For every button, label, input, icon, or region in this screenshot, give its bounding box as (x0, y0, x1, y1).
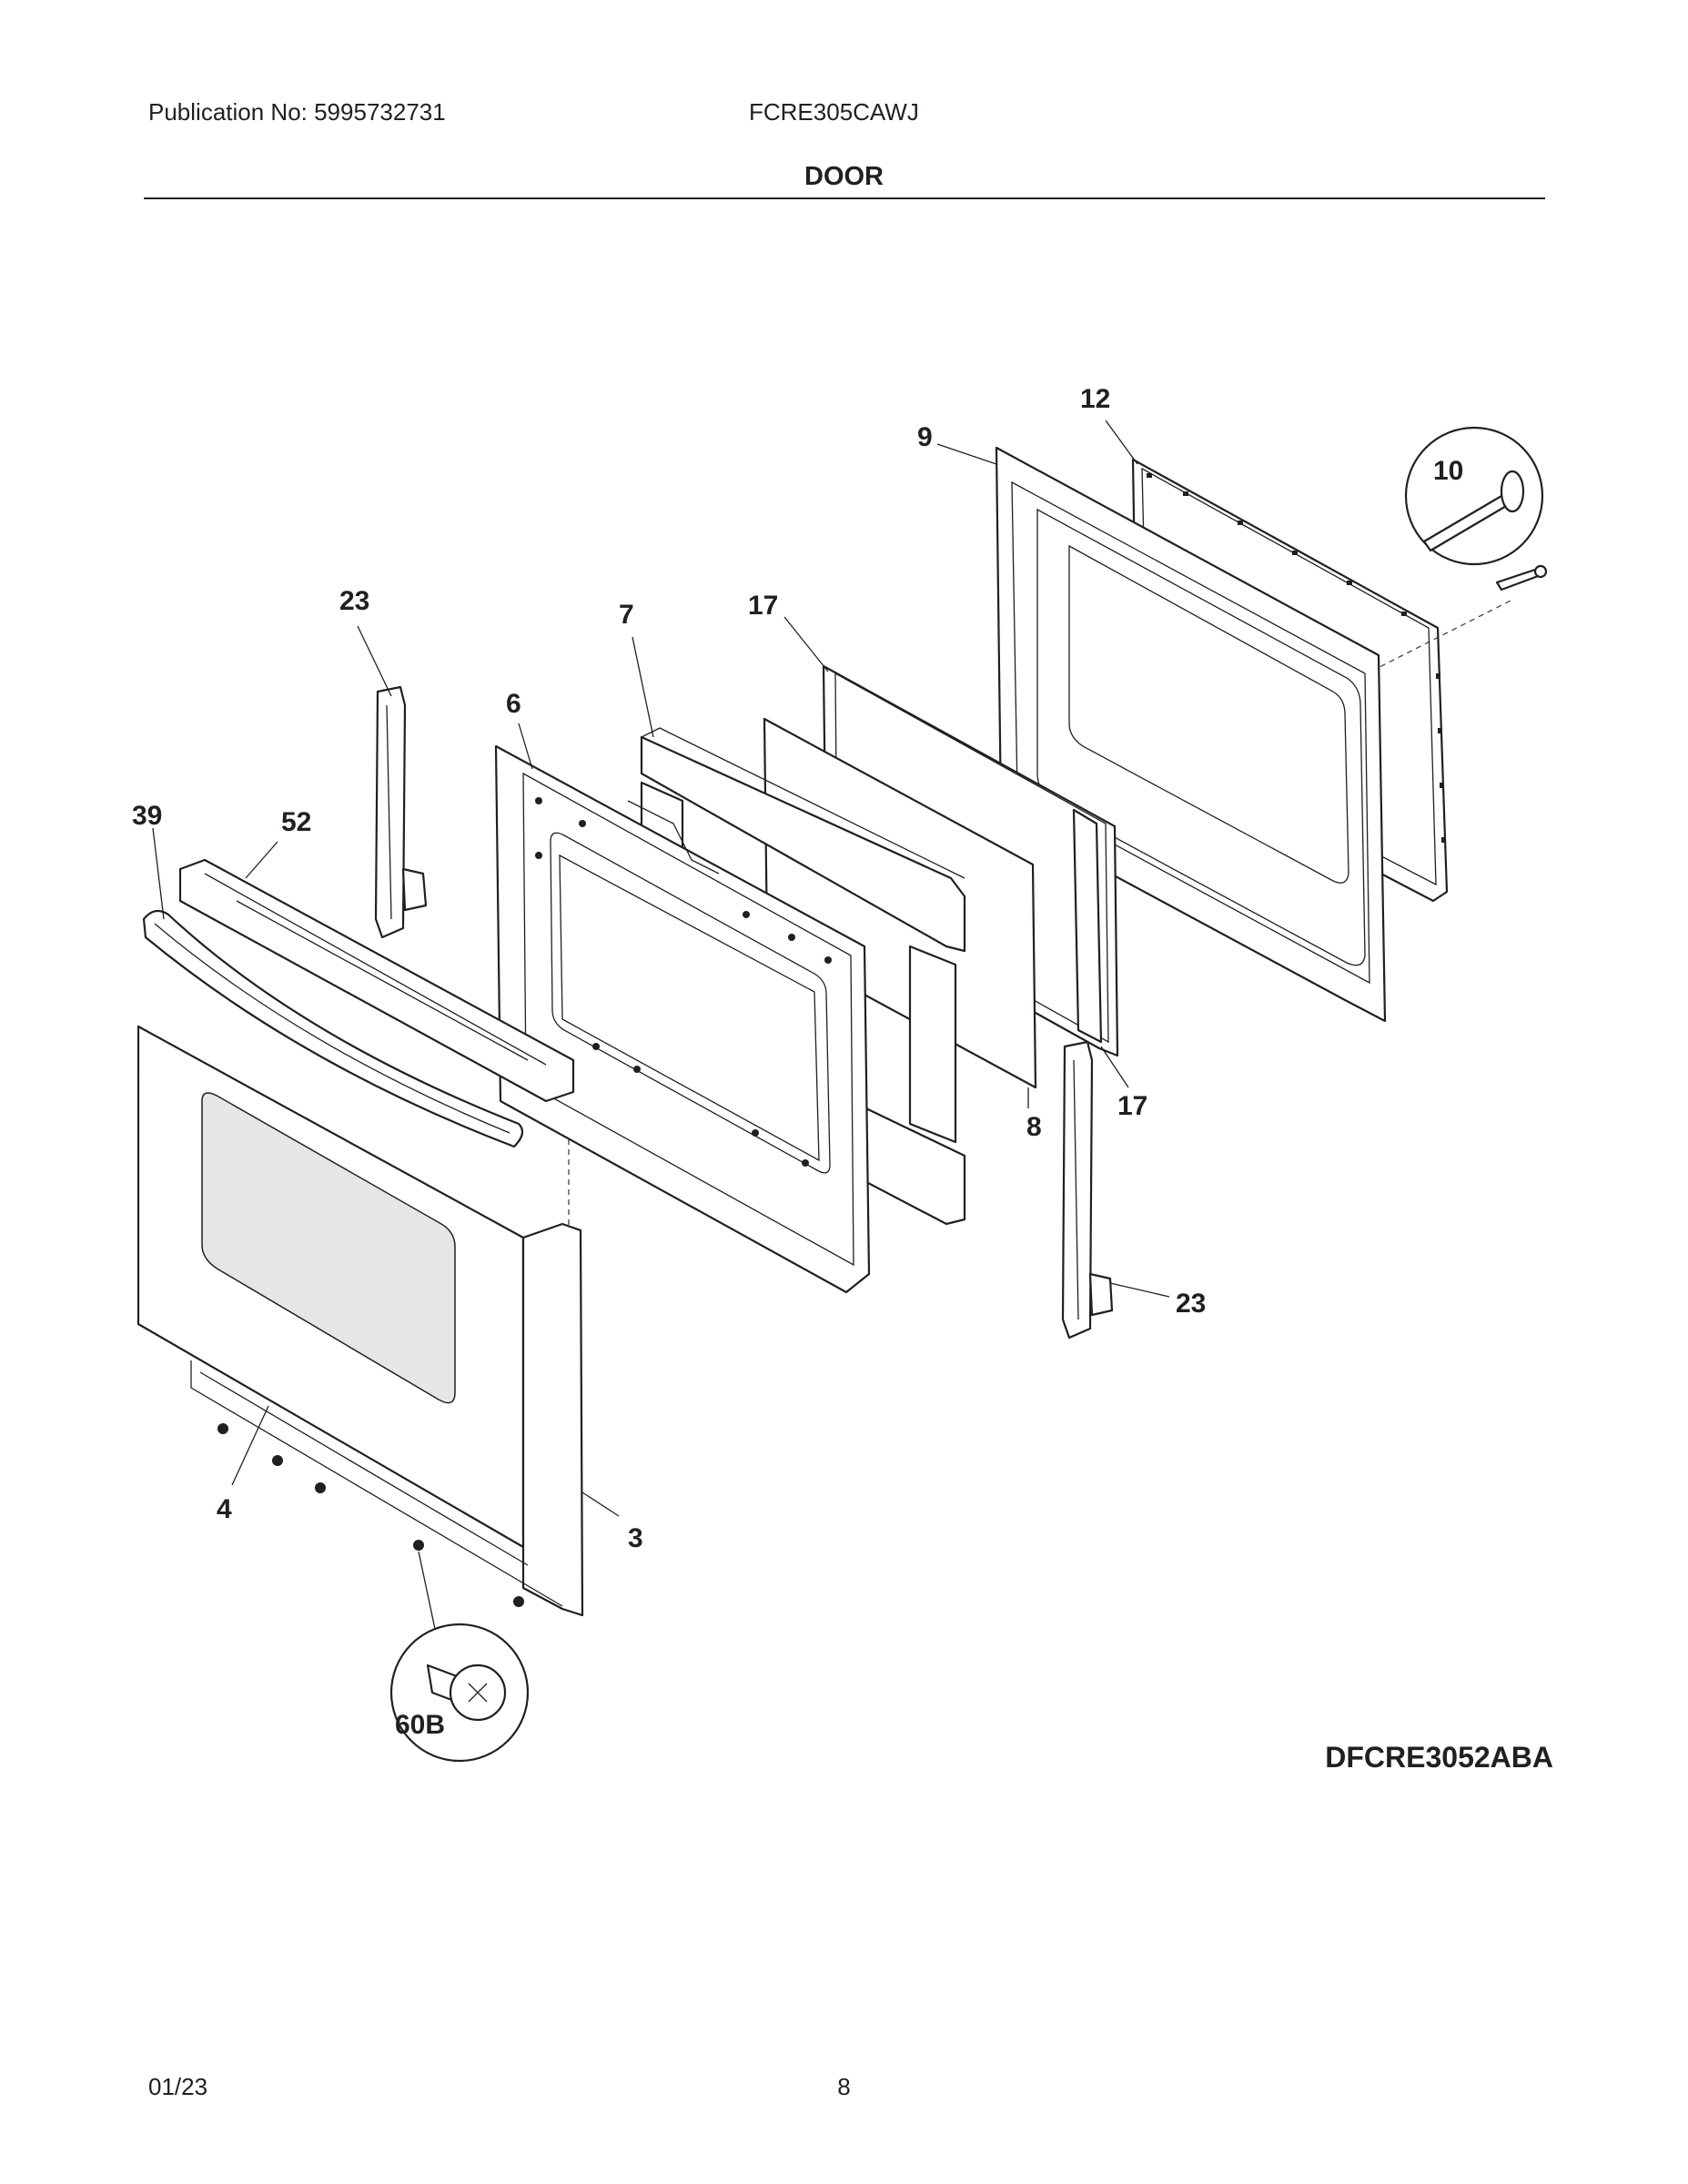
callout-7: 7 (619, 600, 634, 630)
callout-52: 52 (281, 807, 311, 837)
callout-10: 10 (1433, 456, 1463, 486)
callout-23-bottom: 23 (1176, 1289, 1206, 1319)
callout-17-bottom: 17 (1117, 1091, 1147, 1121)
callout-12: 12 (1080, 384, 1110, 414)
screws (217, 1423, 524, 1607)
footer-date: 01/23 (148, 2073, 208, 2100)
part-60b-detail (389, 1623, 530, 1763)
callout-39: 39 (132, 801, 162, 831)
callout-3: 3 (628, 1523, 643, 1553)
drawing-code: DFCRE3052ABA (1325, 1741, 1553, 1774)
part-10-detail (1404, 426, 1548, 592)
part-23-hinge-left (374, 685, 428, 939)
leader-lines (152, 420, 1170, 1630)
publication-number: Publication No: 5995732731 (148, 98, 446, 126)
page-number: 8 (837, 2073, 851, 2100)
callout-6: 6 (506, 689, 521, 719)
part-52-vent-trim (178, 858, 575, 1103)
part-6-door-frame (494, 744, 871, 1294)
callout-60b: 60B (395, 1710, 445, 1740)
callout-23-top: 23 (339, 586, 369, 616)
part-3-outer-door (136, 1025, 584, 1617)
callout-17-top: 17 (748, 591, 778, 621)
model-number: FCRE305CAWJ (749, 98, 919, 126)
callout-9: 9 (917, 422, 933, 452)
callout-labels: 12 9 10 23 7 17 6 39 52 8 17 23 4 3 60B (132, 384, 1463, 1740)
callout-8: 8 (1026, 1112, 1042, 1142)
callout-4: 4 (217, 1494, 232, 1524)
part-39-handle (142, 909, 524, 1148)
header-rule (144, 197, 1545, 199)
section-title: DOOR (804, 162, 884, 191)
part-23-hinge-right (1061, 1040, 1114, 1340)
